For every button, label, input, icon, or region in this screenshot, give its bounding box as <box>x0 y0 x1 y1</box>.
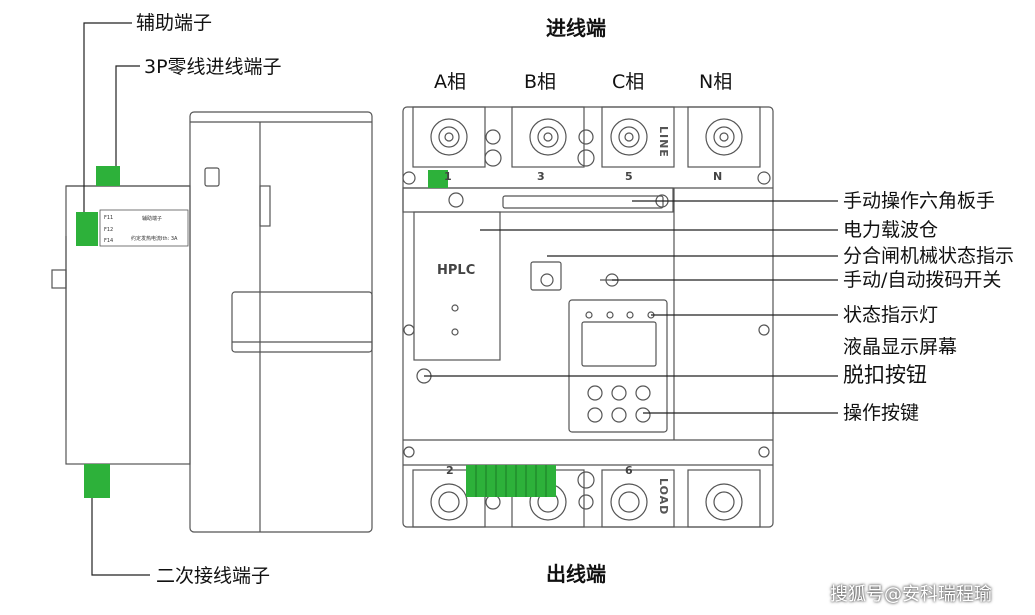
secondary-terminal-block <box>466 465 556 497</box>
panel-details <box>416 273 655 423</box>
bottom-terminal-screws <box>403 324 770 521</box>
terminal-num-1: 1 <box>444 170 452 183</box>
right-callout-lines <box>424 200 838 414</box>
terminal-block-slots <box>475 465 547 497</box>
callout-lcd-screen: 液晶显示屏幕 <box>843 336 958 358</box>
hplc-label: HPLC <box>437 263 476 278</box>
callout-dip-switch: 手动/自动拨码开关 <box>843 269 1002 291</box>
callout-plc-compartment: 电力载波仓 <box>843 219 939 241</box>
load-marking: LOAD <box>657 478 670 516</box>
top-terminal-screws <box>402 118 771 208</box>
terminal-num-3: 3 <box>537 170 545 183</box>
callout-operation-keys: 操作按键 <box>843 402 920 424</box>
callout-status-lights: 状态指示灯 <box>843 304 939 326</box>
terminal-num-n: N <box>713 170 723 183</box>
callout-trip-button: 脱扣按钮 <box>843 363 927 387</box>
line-side-title: 进线端 <box>546 16 606 40</box>
phase-n-label: N相 <box>699 71 733 93</box>
terminal-num-6: 6 <box>625 464 633 477</box>
neutral-terminal <box>96 166 120 186</box>
terminal-num-2: 2 <box>446 464 454 477</box>
side-view <box>51 111 373 533</box>
aux-plate-rating: 约定发热电流Ith: 3A <box>131 236 178 242</box>
watermark-bg <box>826 576 1026 606</box>
watermark: 搜狐号@安科瑞程瑜 <box>830 584 992 605</box>
load-side-title: 出线端 <box>546 562 606 586</box>
front-view <box>402 106 774 528</box>
aux-terminal-label: 辅助端子 <box>136 12 213 34</box>
phase-a-label: A相 <box>434 71 466 93</box>
neutral-terminal-label: 3P零线进线端子 <box>144 56 282 78</box>
callout-hex-wrench: 手动操作六角板手 <box>843 190 996 212</box>
terminal-num-5: 5 <box>625 170 633 183</box>
aux-plate-title: 辅助端子 <box>142 216 163 222</box>
phase-c-label: C相 <box>612 71 645 93</box>
aux-terminal <box>76 212 98 246</box>
line-marking: LINE <box>657 126 670 158</box>
secondary-terminal <box>84 464 110 498</box>
phase-b-label: B相 <box>524 71 557 93</box>
front-aux-terminal <box>428 170 448 188</box>
left-callout-lines <box>83 22 150 576</box>
aux-label-plate <box>99 209 189 247</box>
secondary-terminal-label: 二次接线端子 <box>156 565 271 587</box>
callout-mech-indicator: 分合闸机械状态指示 <box>843 245 1015 267</box>
aux-f14: F14 <box>104 238 114 244</box>
aux-f12: F12 <box>104 227 114 233</box>
aux-f11: F11 <box>104 215 114 221</box>
